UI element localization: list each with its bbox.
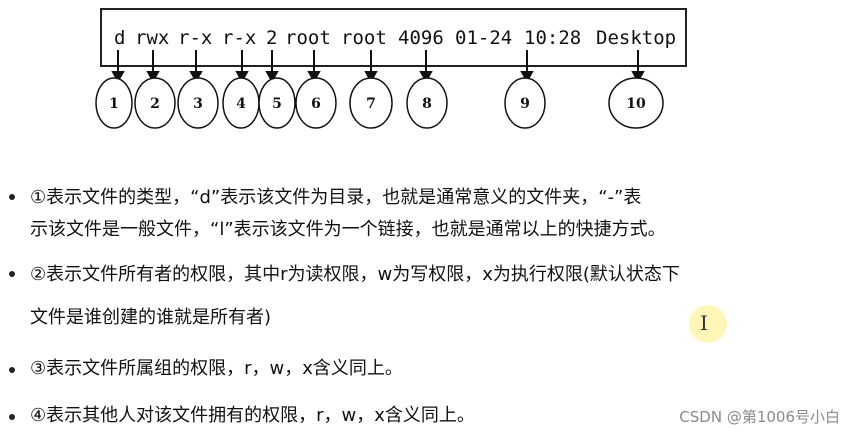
marker-circle-7 (349, 77, 393, 129)
field-group: root (341, 27, 387, 49)
field-date: 01-24 (455, 27, 512, 49)
cursor-highlight (689, 305, 727, 343)
arrow-head-7 (364, 71, 378, 84)
marker-circle-5 (258, 77, 296, 129)
text-cursor-icon: I (700, 311, 708, 335)
field-filename: Desktop (596, 27, 676, 49)
field-time: 10:28 (524, 27, 581, 49)
marker-number-5: 5 (272, 96, 282, 112)
marker-number-8: 8 (422, 96, 432, 112)
marker-circle-6 (295, 77, 337, 129)
marker-number-3: 3 (193, 96, 203, 112)
marker-circle-8 (406, 77, 448, 129)
bullet-dot (9, 271, 15, 277)
ls-output-box (100, 8, 687, 67)
marker-number-10: 10 (626, 96, 646, 112)
marker-circle-1 (95, 77, 133, 129)
bullet-line: ③表示文件所属组的权限，r，w，x含义同上。 (30, 358, 403, 379)
arrow-head-5 (265, 71, 279, 84)
bullet-line: ①表示文件的类型，“d”表示该文件为目录，也就是通常意义的文件夹，“-”表 (30, 187, 642, 208)
bullet-dot (9, 414, 15, 420)
marker-circle-2 (134, 77, 176, 129)
field-owner-perms: rwx (135, 27, 169, 49)
arrow-head-10 (631, 71, 645, 84)
bullet-line: 示该文件是一般文件，“l”表示该文件为一个链接，也就是通常以上的快捷方式。 (30, 219, 666, 240)
watermark: CSDN @第1006号小白 (679, 408, 840, 426)
marker-number-9: 9 (520, 96, 530, 112)
bullet-dot (9, 194, 15, 200)
field-group-perms: r-x (178, 27, 212, 49)
arrow-head-2 (146, 71, 160, 84)
bullet-line: ②表示文件所有者的权限，其中r为读权限，w为写权限，x为执行权限(默认状态下 (30, 264, 680, 285)
field-link-count: 2 (266, 27, 277, 49)
arrow-head-9 (520, 71, 534, 84)
arrow-head-4 (235, 71, 249, 84)
arrow-head-6 (307, 71, 321, 84)
arrow-head-3 (189, 71, 203, 84)
field-other-perms: r-x (222, 27, 256, 49)
marker-number-1: 1 (109, 96, 119, 112)
marker-circle-9 (504, 77, 546, 129)
marker-number-7: 7 (366, 96, 376, 112)
bullet-line: ④表示其他人对该文件拥有的权限，r，w，x含义同上。 (30, 405, 475, 426)
bullet-line: 文件是谁创建的谁就是所有者) (30, 307, 272, 328)
marker-number-2: 2 (150, 96, 160, 112)
arrow-head-1 (111, 71, 125, 84)
marker-circle-3 (177, 77, 219, 129)
marker-number-4: 4 (236, 96, 246, 112)
permission-diagram: d rwx r-x r-x 2 root root 4096 01-24 10:… (95, 8, 687, 129)
field-filetype: d (114, 27, 125, 49)
field-owner: root (285, 27, 331, 49)
marker-number-6: 6 (311, 96, 321, 112)
arrow-head-8 (419, 71, 433, 84)
field-size: 4096 (398, 27, 444, 49)
bullet-dot (9, 367, 15, 373)
marker-circle-10 (608, 77, 664, 129)
